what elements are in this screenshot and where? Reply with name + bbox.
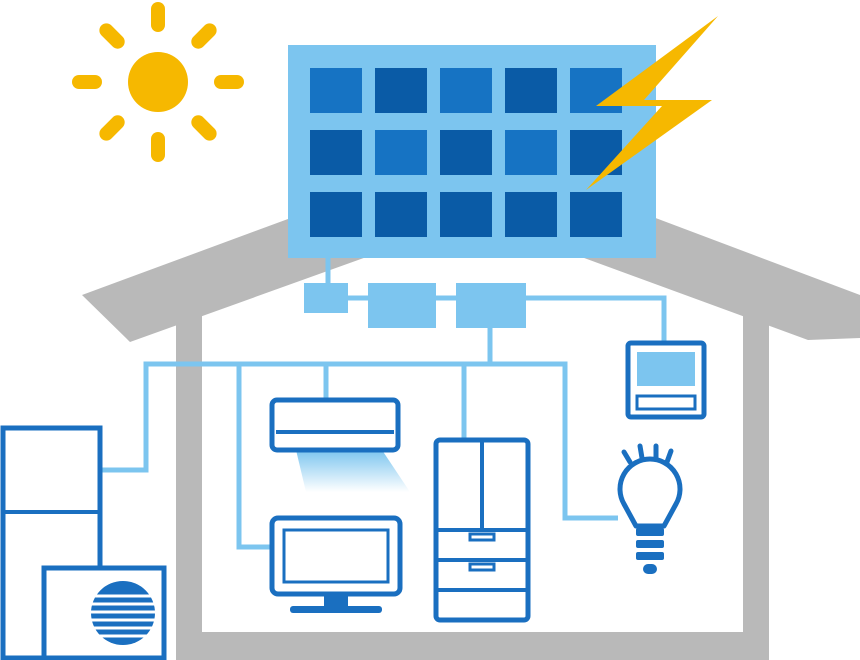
- light-bulb-icon: [617, 443, 683, 574]
- solar-cell: [310, 192, 362, 237]
- house-left-wall: [176, 290, 202, 660]
- power-conditioner-icon: [368, 283, 436, 328]
- solar-cell: [505, 68, 557, 113]
- solar-cell: [375, 130, 427, 175]
- lightning-bolt-icon: [586, 16, 718, 190]
- air-conditioner-icon: [269, 397, 410, 492]
- energy-monitor-icon: [625, 340, 707, 420]
- house-floor: [176, 632, 769, 660]
- solar-cell: [310, 68, 362, 113]
- sun-icon: [72, 2, 244, 162]
- solar-cell: [570, 192, 622, 237]
- house-right-wall: [743, 290, 769, 660]
- heat-pump-water-heater-icon: [0, 425, 167, 660]
- solar-cell: [440, 130, 492, 175]
- solar-cell: [440, 68, 492, 113]
- solar-cell: [505, 192, 557, 237]
- solar-cell: [505, 130, 557, 175]
- solar-cell: [440, 192, 492, 237]
- distribution-board-icon: [456, 283, 526, 328]
- solar-cell: [310, 130, 362, 175]
- solar-cell: [570, 68, 622, 113]
- junction-box: [304, 283, 348, 313]
- solar-cell: [375, 68, 427, 113]
- refrigerator-icon: [433, 437, 531, 623]
- wiring: [100, 258, 667, 550]
- television-icon: [269, 515, 403, 613]
- solar-panel-icon: [288, 45, 656, 258]
- solar-cell: [375, 192, 427, 237]
